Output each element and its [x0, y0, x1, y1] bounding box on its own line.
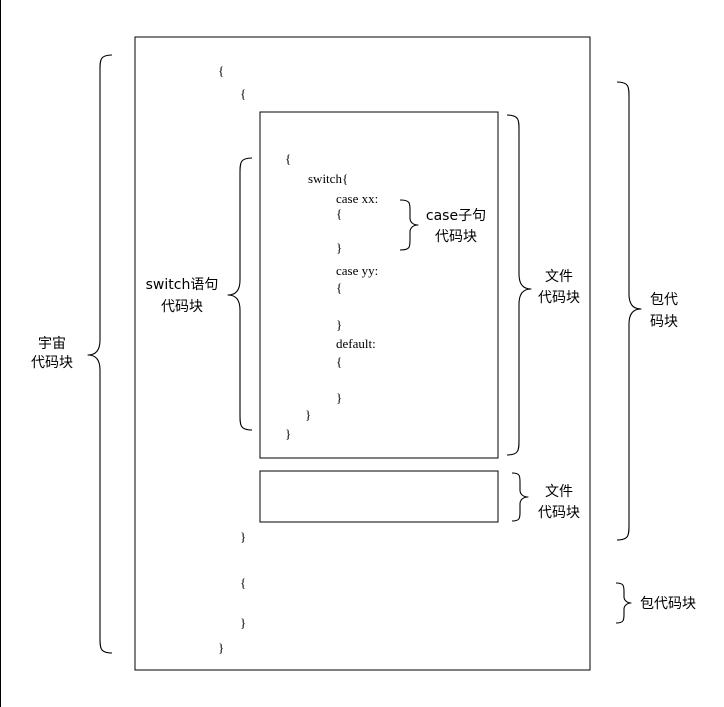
file-block-1-label-line-2: 代码块: [538, 290, 580, 306]
file-block-2-label-line-1: 文件: [545, 484, 573, 500]
code-case-yy: case yy:: [336, 263, 378, 278]
code-case-xx: case xx:: [336, 191, 378, 206]
code-outer-open: {: [218, 63, 224, 78]
code-package2-close: }: [240, 615, 246, 630]
case-clause-label-line-1: case子句: [426, 208, 486, 224]
universe-brace: [87, 54, 113, 654]
universe-label-line-1: 宇宙: [38, 336, 66, 352]
package-block-1-label-line-1: 包代: [650, 292, 678, 308]
code-outer-close: }: [218, 640, 224, 655]
file-block-2-brace: [511, 472, 529, 522]
code-case-yy-close: }: [336, 317, 342, 332]
code-package1-open: {: [240, 86, 246, 101]
code-package1-close: }: [240, 529, 246, 544]
code-file1-open: {: [285, 151, 291, 166]
code-case-xx-close: }: [336, 240, 342, 255]
package-block-2-label: 包代码块: [640, 596, 696, 612]
file-block-2-box: [259, 470, 499, 523]
code-switch-close: }: [305, 407, 311, 422]
file-block-1-box: [259, 111, 499, 459]
package-block-2-brace: [615, 582, 632, 624]
file-block-1-label-line-1: 文件: [545, 269, 573, 285]
package-block-1-label-line-2: 码块: [650, 314, 678, 330]
case-clause-brace: [399, 199, 419, 251]
switch-stmt-label-line-2: 代码块: [161, 299, 203, 315]
code-case-yy-open: {: [336, 280, 342, 295]
switch-stmt-label-line-1: switch语句: [146, 277, 219, 293]
code-listing: { { { switch{ case xx: { } case yy: { } …: [218, 63, 378, 655]
case-clause-label-line-2: 代码块: [435, 229, 477, 245]
file-block-1-brace: [506, 114, 532, 456]
universe-block-box: [134, 36, 591, 671]
package-block-1-label: 包代 码块: [650, 292, 678, 330]
code-package2-open: {: [240, 575, 246, 590]
switch-stmt-label: switch语句 代码块: [146, 277, 219, 315]
package-block-1-brace: [616, 81, 642, 541]
switch-stmt-brace: [227, 157, 253, 431]
universe-label-line-2: 代码块: [31, 355, 73, 371]
code-default-close: }: [336, 390, 342, 405]
universe-label: 宇宙 代码块: [31, 336, 73, 371]
code-case-xx-open: {: [336, 206, 342, 221]
file-block-1-label: 文件 代码块: [538, 269, 580, 306]
file-block-2-label-line-2: 代码块: [538, 505, 580, 521]
file-block-2-label: 文件 代码块: [538, 484, 580, 521]
code-default-open: {: [336, 354, 342, 369]
code-file1-close: }: [285, 426, 291, 441]
case-clause-label: case子句 代码块: [426, 208, 486, 245]
code-default: default:: [336, 336, 376, 351]
code-switch-open: switch{: [308, 171, 348, 186]
